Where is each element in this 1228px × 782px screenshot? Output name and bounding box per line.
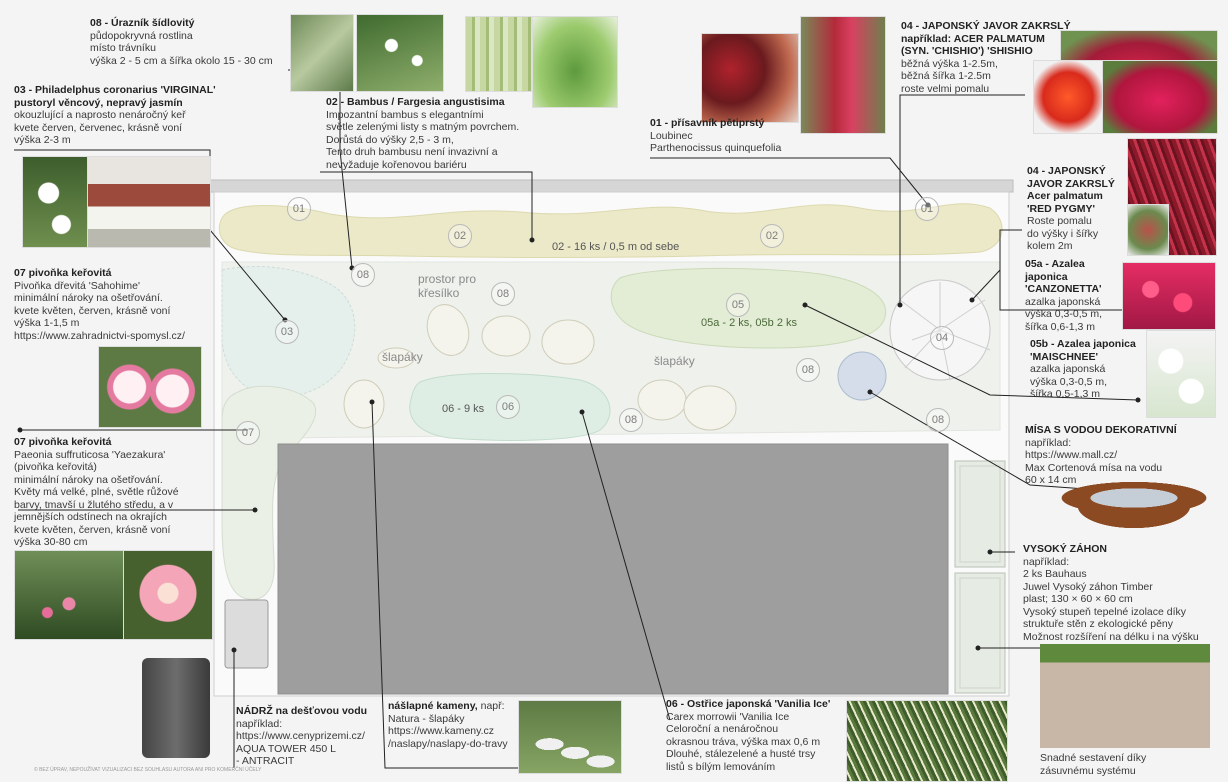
note-01: 01 - přísavník pětiprstý Loubinec Parthe… [650,117,782,154]
photo-bamboo-2 [532,16,618,108]
note-zahon-title: VYSOKÝ ZÁHON [1023,543,1108,555]
water-bowl [837,351,887,401]
photo-red-pygmy-2 [1127,204,1169,256]
note-05b: 05b - Azalea japonica 'MAISCHNEE' azalka… [1030,338,1136,400]
raised-bed-2 [954,572,1006,694]
photo-azalea-maischnee [1146,330,1216,418]
photo-bamboo-1 [465,16,533,92]
note-zahon-footer: Snadné sestavení díky zásuvnému systému [1040,752,1147,777]
marker-01-left: 01 [287,197,311,221]
rain-tank [224,599,269,669]
marker-08-e: 08 [926,408,950,432]
photo-peony-yaezakura-1 [14,550,124,640]
photo-maple-2 [1033,60,1103,134]
photo-philadelphus-2 [87,156,211,248]
marker-08-c: 08 [796,358,820,382]
photo-carex [846,700,1008,782]
note-05b-title: 05b - Azalea japonica [1030,338,1136,350]
marker-06: 06 [496,395,520,419]
note-03: 03 - Philadelphus coronarius 'VIRGINAL' … [14,84,216,146]
note-02: 02 - Bambus / Fargesia angustisima Impoz… [326,96,520,171]
photo-moss-flowers [356,14,444,92]
note-06: 06 - Ostřice japonská 'Vanilia Ice' Care… [666,698,831,773]
note-01-title: 01 - přísavník pětiprstý [650,117,765,129]
note-04a: 04 - JAPONSKÝ JAVOR ZAKRSLÝ například: A… [901,20,1071,95]
note-misa: MÍSA S VODOU DEKORATIVNÍ například: http… [1025,424,1177,486]
note-06-title: 06 - Ostřice japonská 'Vanilia Ice' [666,698,831,710]
marker-01-right: 01 [915,197,939,221]
bamboo-bed [218,203,1003,258]
note-kameny-title: nášlapné kameny, [388,700,478,712]
note-nadrz-title: NÁDRŽ na dešťovou vodu [236,705,368,717]
note-03-title: 03 - Philadelphus coronarius 'VIRGINAL' [14,84,216,96]
note-nadrz: NÁDRŽ na dešťovou vodu například: https:… [236,705,368,767]
marker-04: 04 [930,326,954,350]
photo-stepping-stones [518,700,622,774]
seat-area-label: prostor pro křesílko [418,272,477,300]
note-misa-title: MÍSA S VODOU DEKORATIVNÍ [1025,424,1177,436]
raised-bed-1 [954,460,1006,568]
marker-03: 03 [275,320,299,344]
note-zahon: VYSOKÝ ZÁHON například: 2 ks Bauhaus Juw… [1023,543,1199,643]
note-04a-title: 04 - JAPONSKÝ JAVOR ZAKRSLÝ [901,20,1071,32]
note-04b-title: 04 - JAPONSKÝ [1027,165,1106,177]
marker-08-a: 08 [351,263,375,287]
note-04b: 04 - JAPONSKÝ JAVOR ZAKRSLÝ Acer palmatu… [1027,165,1115,252]
note-02-title: 02 - Bambus / Fargesia angustisima [326,96,505,108]
note-05a-title: 05a - Azalea [1025,258,1085,270]
marker-02-right: 02 [760,224,784,248]
photo-raised-bed [1040,644,1210,748]
marker-07: 07 [236,421,260,445]
photo-parthenocissus-2 [800,16,886,134]
marker-02-left: 02 [448,224,472,248]
bed-02-label: 02 - 16 ks / 0,5 m od sebe [552,241,680,253]
marker-08-b: 08 [491,282,515,306]
photo-peony-yaezakura-2 [123,550,213,640]
photo-moss [290,14,354,92]
footer-copyright: © BEZ ÚPRAV, NEPOUŽÍVAT VIZUALIZACI BEZ … [34,767,262,773]
marker-08-d: 08 [619,408,643,432]
note-07b-title: 07 pivoňka keřovitá [14,436,112,448]
bed-06-label: 06 - 9 ks [442,403,485,415]
photo-philadelphus-1 [22,156,88,248]
stones-label-right: šlapáky [654,354,695,368]
photo-water-bowl [1058,476,1210,540]
note-08-title: 08 - Úrazník šídlovitý [90,17,195,29]
stepping-stones [343,304,737,431]
note-07a-title: 07 pivoňka keřovitá [14,267,112,279]
photo-parthenocissus-1 [701,33,799,123]
photo-maple-3 [1102,60,1218,134]
note-07b: 07 pivoňka keřovitá Paeonia suffruticosa… [14,436,179,548]
photo-rain-tank [142,658,210,758]
marker-05: 05 [726,293,750,317]
photo-azalea-canzonetta [1122,262,1216,330]
note-08: 08 - Úrazník šídlovitý půdopokryvná rost… [90,17,273,67]
concrete-area [277,443,949,695]
bed-05-label: 05a - 2 ks, 05b 2 ks [701,317,797,329]
stones-label-left: šlapáky [382,350,423,364]
photo-peony-sahohime [98,346,202,428]
note-05a: 05a - Azalea japonica 'CANZONETTA' azalk… [1025,258,1103,333]
note-07a: 07 pivoňka keřovitá Pivoňka dřevitá 'Sah… [14,267,185,342]
note-kameny: nášlapné kameny, např: Natura - šlapáky … [388,700,508,750]
